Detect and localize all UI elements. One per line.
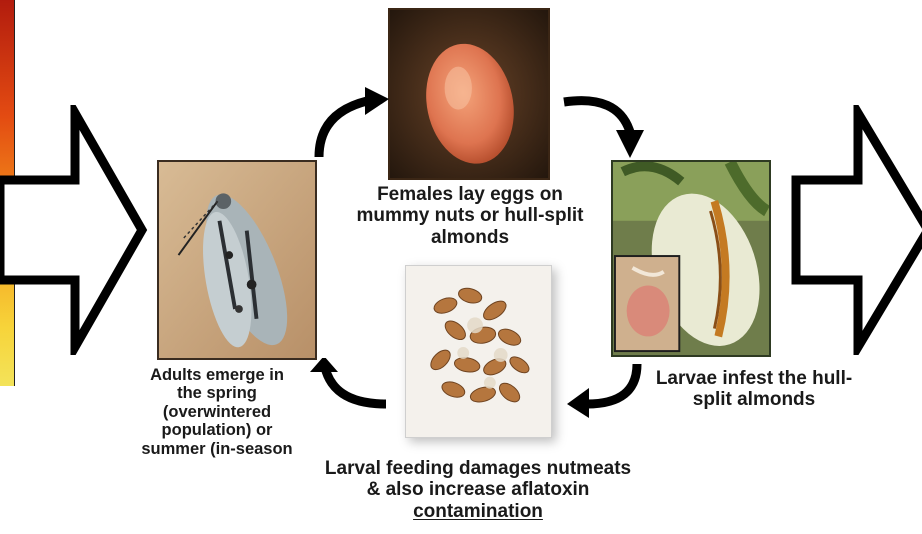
- egg-photo: [388, 8, 550, 180]
- damage-caption-line3: contamination: [282, 501, 674, 522]
- damage-caption: Larval feeding damages nutmeats & also i…: [282, 458, 674, 522]
- curved-arrow-icon: [565, 358, 650, 418]
- left-block-arrow-icon: [0, 105, 150, 355]
- curved-arrow-icon: [305, 85, 390, 165]
- right-block-arrow-icon: [788, 105, 922, 355]
- curved-arrow-icon: [560, 88, 645, 160]
- adults-caption: Adults emerge in the spring (overwintere…: [140, 366, 294, 458]
- damaged-nutmeats-photo: [405, 265, 552, 438]
- eggs-caption: Females lay eggs on mummy nuts or hull-s…: [350, 184, 590, 248]
- curved-arrow-icon: [310, 358, 395, 418]
- larvae-caption: Larvae infest the hull-split almonds: [650, 368, 858, 411]
- moth-photo: [157, 160, 317, 360]
- damage-caption-line1: Larval feeding damages nutmeats: [282, 458, 674, 479]
- hull-split-almond-photo: [611, 160, 771, 357]
- damage-caption-line2: & also increase aflatoxin: [282, 479, 674, 500]
- contamination-underlined: contamination: [413, 501, 543, 522]
